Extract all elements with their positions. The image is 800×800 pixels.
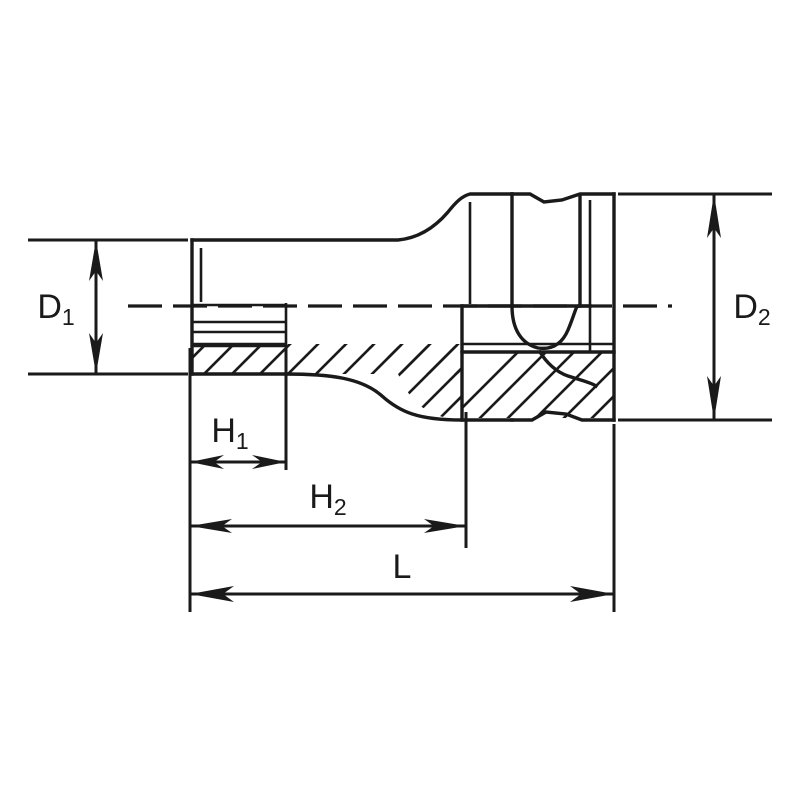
D2-arrow-bottom (707, 376, 721, 420)
outline-bottom-taper (284, 372, 514, 422)
dimension-label-H2: H2 (309, 478, 346, 520)
hatch-group-drive-end (462, 352, 614, 418)
L-arrow-right (570, 586, 614, 602)
dimension-label-H1: H1 (211, 412, 248, 454)
recess-bottom-contour (510, 304, 580, 351)
L-symbol: L (393, 548, 412, 586)
D1-symbol: D (37, 288, 62, 326)
H2-subscript: 2 (334, 494, 347, 520)
outline-bottom-notch-detail (510, 410, 616, 422)
dimension-D2: D2 (618, 192, 772, 422)
dimension-label-L: L (393, 548, 412, 586)
internal-bore-profile (192, 248, 288, 348)
H1-symbol: H (211, 412, 236, 450)
H2-arrow-right (424, 519, 466, 533)
H1-arrow-right (252, 455, 286, 469)
dimension-H1: H1 (190, 412, 286, 469)
drive-square-recess (460, 192, 616, 422)
H1-subscript: 1 (236, 428, 249, 454)
dimension-label-D1: D1 (37, 288, 74, 330)
drive-end-interior-contour (537, 349, 599, 389)
dimension-L: L (190, 548, 614, 602)
D2-subscript: 2 (758, 304, 771, 330)
D2-symbol: D (733, 288, 758, 326)
dimension-label-D2: D2 (733, 288, 770, 330)
H2-symbol: H (309, 478, 334, 516)
L-arrow-left (190, 586, 234, 602)
dimension-H2: H2 (190, 478, 466, 533)
outline-top-notch-detail (510, 192, 616, 204)
H2-arrow-left (190, 519, 232, 533)
H1-arrow-left (190, 455, 224, 469)
dimension-D1: D1 (28, 238, 188, 376)
hatch-group-taper (286, 346, 462, 420)
D2-arrow-top (707, 194, 721, 238)
D1-subscript: 1 (62, 304, 75, 330)
D1-arrow-top (89, 240, 103, 281)
outline-top-left-and-fillet (190, 192, 514, 242)
D1-arrow-bottom (89, 333, 103, 374)
